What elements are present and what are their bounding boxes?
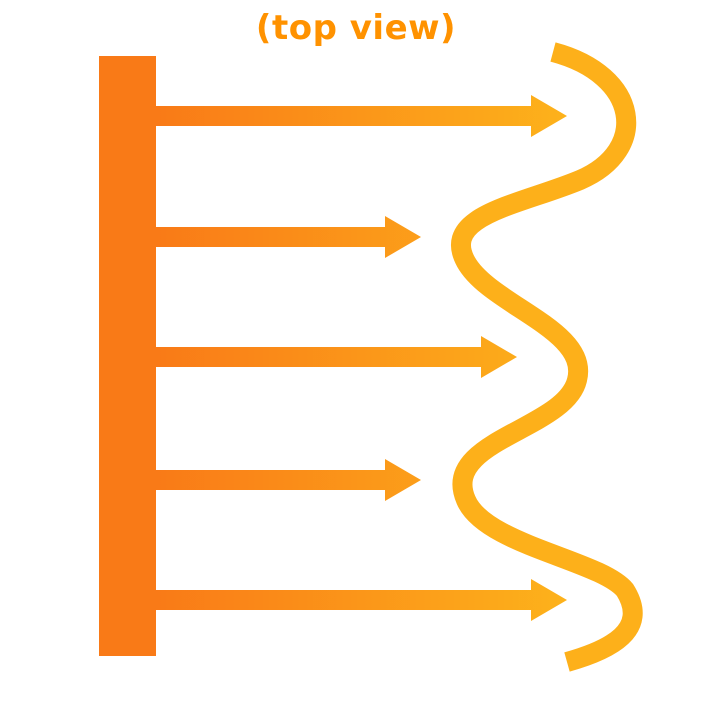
arrow-3	[154, 336, 517, 378]
wavefront-curve	[451, 42, 643, 672]
arrow-4	[154, 459, 421, 501]
arrow-2	[154, 216, 421, 258]
source-bar	[99, 56, 156, 656]
diagram-title: (top view)	[255, 8, 457, 48]
arrow-1	[154, 95, 567, 137]
arrow-5	[154, 579, 567, 621]
arrow-group	[154, 95, 567, 621]
